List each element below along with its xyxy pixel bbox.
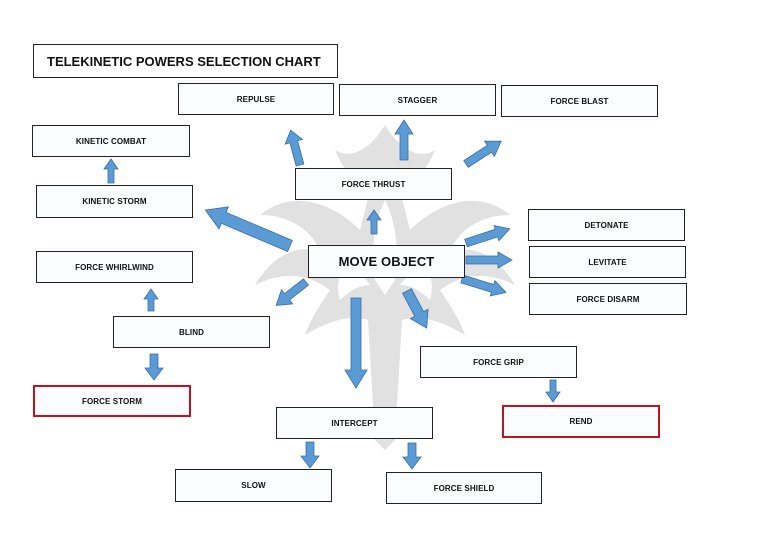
node-force-grip: FORCE GRIP: [420, 346, 577, 378]
node-kinetic-combat: KINETIC COMBAT: [32, 125, 190, 157]
arrow-move-to-levitate: [465, 251, 513, 269]
node-force-blast: FORCE BLAST: [501, 85, 658, 117]
node-force-shield: FORCE SHIELD: [386, 472, 542, 504]
arrow-intercept-to-slow: [300, 441, 320, 469]
arrow-blind-to-whirlwind: [143, 288, 159, 312]
node-blind: BLIND: [113, 316, 270, 348]
arrow-move-to-thrust: [366, 209, 382, 235]
node-force-storm: FORCE STORM: [33, 385, 191, 417]
arrow-intercept-to-shield: [402, 442, 422, 470]
arrow-thrust-to-blast: [463, 140, 502, 168]
arrow-thrust-to-repulse: [284, 129, 305, 167]
node-repulse: REPULSE: [178, 83, 334, 115]
arrow-storm-to-combat: [103, 158, 119, 184]
arrow-grip-to-rend: [545, 379, 561, 403]
node-slow: SLOW: [175, 469, 332, 502]
arrow-move-to-disarm: [460, 274, 507, 297]
node-stagger: STAGGER: [339, 84, 496, 116]
node-levitate: LEVITATE: [529, 246, 686, 278]
node-kinetic-storm: KINETIC STORM: [36, 185, 193, 218]
node-force-whirlwind: FORCE WHIRLWIND: [36, 251, 193, 283]
node-force-thrust: FORCE THRUST: [295, 168, 452, 200]
arrow-move-to-kstorm: [204, 206, 293, 253]
node-move-object: MOVE OBJECT: [308, 245, 465, 278]
arrow-thrust-to-stagger: [394, 119, 414, 161]
arrow-move-to-blind: [275, 278, 310, 306]
node-detonate: DETONATE: [528, 209, 685, 241]
node-rend: REND: [502, 405, 660, 438]
chart-title: TELEKINETIC POWERS SELECTION CHART: [33, 44, 338, 78]
node-intercept: INTERCEPT: [276, 407, 433, 439]
arrow-blind-to-fstorm: [144, 353, 164, 381]
arrow-move-to-grip: [402, 288, 429, 329]
arrow-move-to-detonate: [464, 224, 511, 248]
node-force-disarm: FORCE DISARM: [529, 283, 687, 315]
arrow-move-to-intercept: [344, 297, 368, 389]
